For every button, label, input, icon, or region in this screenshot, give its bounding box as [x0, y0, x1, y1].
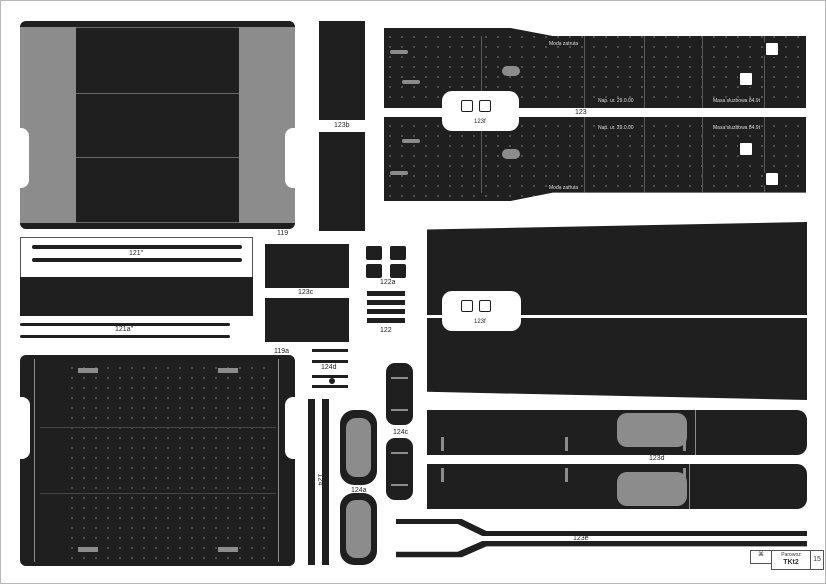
stencil-nap-bottom: Nap. ur. 29.0.00 [598, 125, 634, 131]
part-121-stripe-2 [32, 258, 242, 262]
part-123f-window-mid: 123f [442, 291, 521, 331]
part-123d-upper [427, 410, 807, 455]
part-123-upper-strip [384, 28, 806, 108]
issue-number: 15 [810, 550, 824, 570]
part-124a-upper [340, 410, 377, 485]
label-122a: 122a [380, 279, 396, 286]
label-124: 124 [316, 473, 324, 486]
part-124a-lower [340, 493, 377, 565]
part-119 [20, 21, 295, 229]
stencil-miejsce-top: Moda zatruta [549, 41, 579, 47]
stencil-masa-top: Masa sluzbowa 84.9t [713, 98, 760, 104]
label-123f-mid: 123f [474, 319, 486, 325]
part-119-left-notch [20, 128, 29, 188]
part-121-body [20, 277, 253, 316]
part-124d-bar-3 [312, 375, 348, 378]
part-122a-4 [390, 264, 406, 278]
part-123f-window-top: 123f [442, 91, 519, 131]
label-123d: 123d [649, 455, 665, 462]
part-124d-disc [329, 378, 335, 384]
series-logo: Parowoz TKt2 [771, 550, 811, 570]
part-119a-left-notch [20, 397, 30, 459]
logo-series-text: TKt2 [783, 559, 799, 566]
label-123e: 123e [573, 535, 589, 542]
part-122-bar-4 [367, 318, 405, 323]
logo-publisher-text: Parowoz [781, 552, 801, 558]
part-119-left-side [20, 27, 76, 223]
stencil-masa-bottom: Masa sluzbowa 84.9t [713, 125, 760, 131]
label-119: 119 [277, 230, 289, 237]
part-124c-lower [386, 438, 413, 500]
part-121a-stripe-2 [20, 335, 230, 338]
label-123b: 123b [334, 122, 350, 129]
part-124-right-rod [322, 399, 329, 565]
part-123b-upper [319, 21, 365, 120]
part-122-bar-3 [367, 309, 405, 314]
stencil-miejsce-bottom: Moda zatruta [549, 185, 579, 191]
part-123b-lower [319, 132, 365, 231]
label-124c: 124c [393, 429, 409, 436]
part-123-lower-strip [384, 117, 806, 201]
part-124d-bar-2 [312, 360, 348, 363]
part-124d-bar-4 [312, 385, 348, 388]
part-123c-upper [265, 244, 349, 288]
publisher-logo: ⌘ [750, 550, 772, 564]
part-123a-lower [427, 318, 807, 400]
part-124d-bar-1 [312, 349, 348, 352]
part-122a-2 [390, 246, 406, 260]
label-121: 121" [129, 250, 144, 257]
part-119-right-notch [285, 128, 295, 188]
label-123: 123 [575, 109, 587, 116]
label-122: 122 [380, 327, 392, 334]
part-123d-lower [427, 464, 807, 509]
part-119a-right-notch [285, 397, 295, 459]
part-123c-lower [265, 298, 349, 342]
part-119a [20, 355, 295, 566]
label-123f-top: 123f [474, 119, 486, 125]
part-122-bar-2 [367, 300, 405, 305]
label-123c: 123c [298, 289, 314, 296]
part-124-left-rod [308, 399, 315, 565]
part-121-stripe-1 [32, 245, 242, 249]
part-123e-upper [396, 519, 807, 536]
part-121a-stripe-1 [20, 323, 230, 326]
label-119a: 119a [274, 348, 290, 355]
label-123a: 123a [573, 308, 589, 315]
part-122-bar-1 [367, 291, 405, 296]
part-122a-1 [366, 246, 382, 260]
part-123e-lower [396, 541, 807, 558]
part-122a-3 [366, 264, 382, 278]
part-119-right-side [239, 27, 295, 223]
logo-mark-icon: ⌘ [758, 552, 764, 558]
label-124a: 124a [351, 487, 367, 494]
label-124d: 124d [321, 364, 337, 371]
label-121a: 121a" [115, 326, 134, 333]
part-124c-upper [386, 363, 413, 425]
stencil-nap-top: Nap. ur. 29.0.00 [598, 98, 634, 104]
